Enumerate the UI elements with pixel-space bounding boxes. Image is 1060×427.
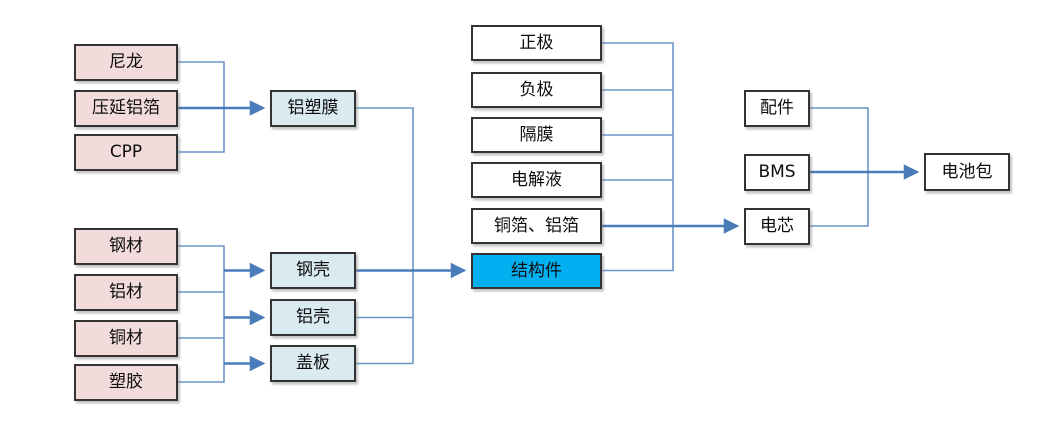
node-rolled-aluminum-foil: 压延铝箔 [74,90,178,127]
node-copper: 铜材 [74,320,178,357]
node-battery-cell: 电芯 [744,208,810,245]
node-separator: 隔膜 [471,117,602,153]
node-aluminum-shell: 铝壳 [270,299,356,336]
node-anode: 负极 [471,72,602,108]
node-aluminum: 铝材 [74,274,178,311]
node-nylon: 尼龙 [74,44,178,81]
node-cathode: 正极 [471,25,602,61]
node-structural-parts: 结构件 [471,253,602,289]
node-cpp: CPP [74,134,178,171]
node-copper-aluminum-foil: 铜箔、铝箔 [471,208,602,244]
node-accessories: 配件 [744,90,810,127]
node-steel-shell: 钢壳 [270,252,356,289]
node-cover-plate: 盖板 [270,345,356,382]
node-steel: 钢材 [74,228,178,265]
node-electrolyte: 电解液 [471,162,602,198]
node-bms: BMS [744,154,810,191]
node-plastic: 塑胶 [74,364,178,401]
node-battery-pack: 电池包 [924,153,1010,191]
node-aluminum-plastic-film: 铝塑膜 [270,90,356,127]
